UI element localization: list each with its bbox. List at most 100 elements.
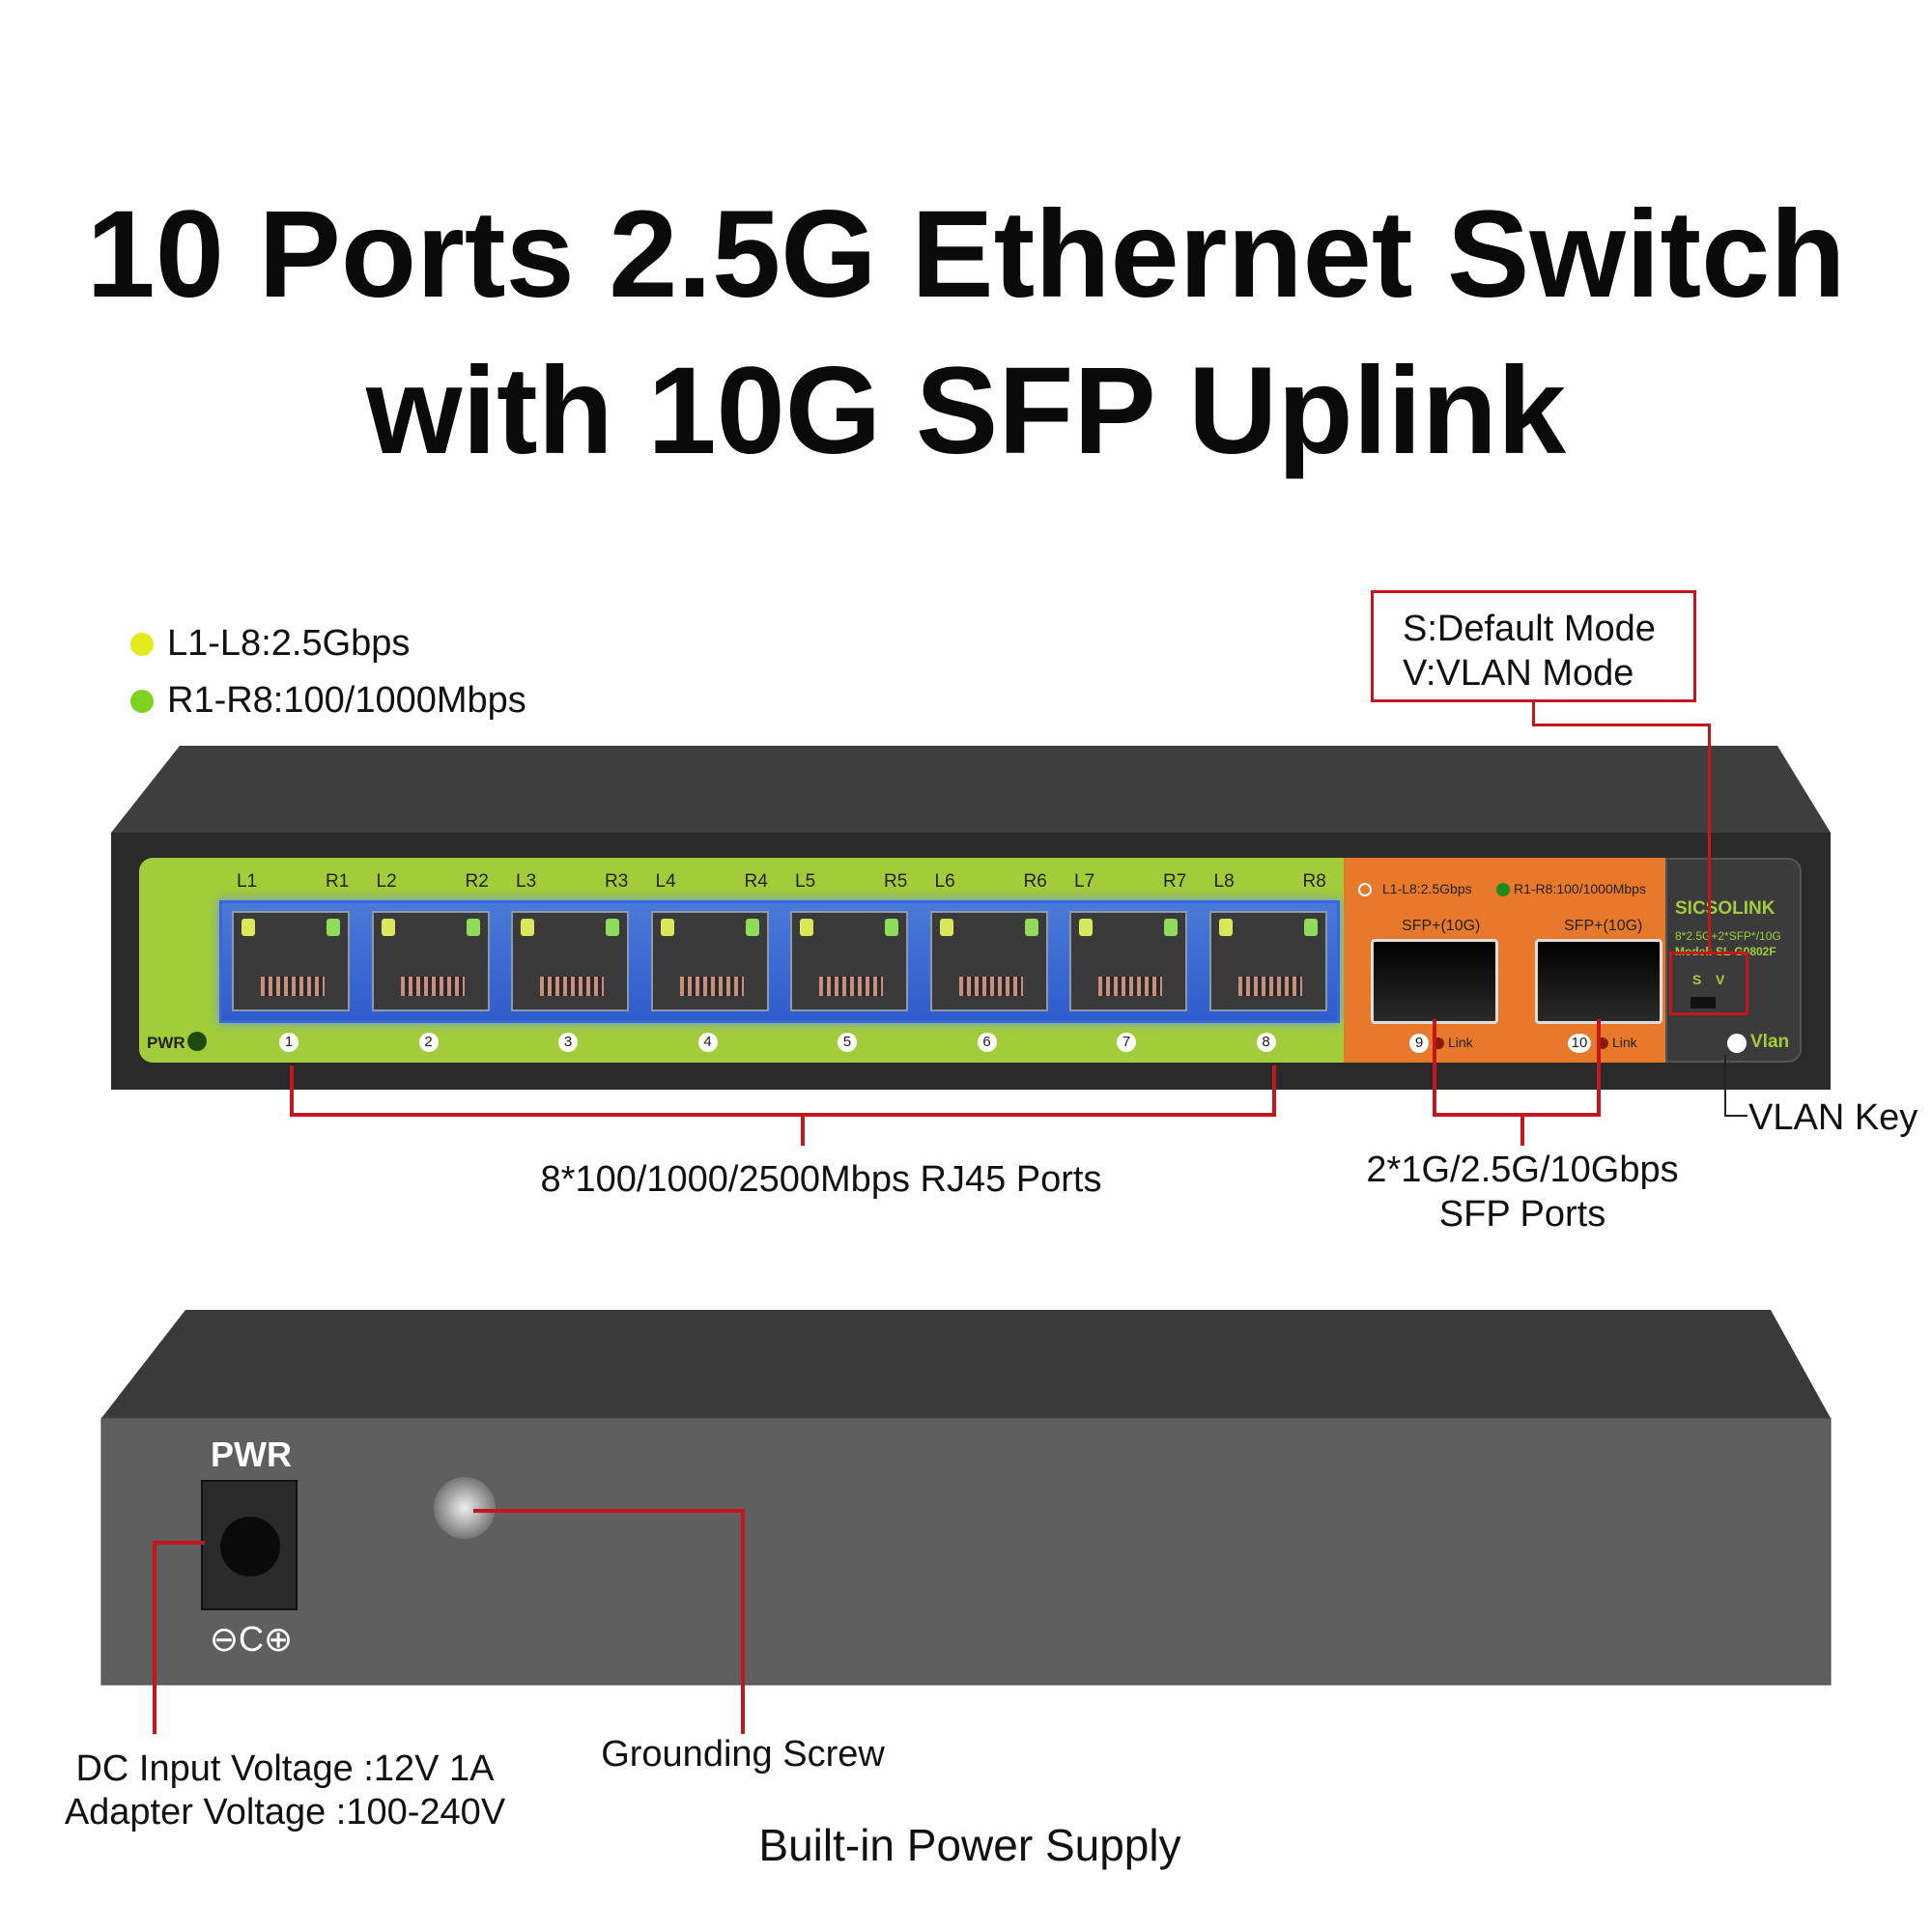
port-label-r: R1 — [326, 871, 350, 892]
sfp-bracket — [1433, 1019, 1436, 1116]
port-label-r: R5 — [884, 871, 908, 892]
rj45-port-3[interactable] — [511, 911, 629, 1011]
pwr-led-icon — [187, 1032, 207, 1051]
l-led-icon — [1079, 919, 1093, 936]
r-led-icon — [606, 919, 619, 936]
legend-text: L1-L8:2.5Gbps — [167, 623, 411, 664]
sfp-port-10[interactable] — [1535, 939, 1662, 1024]
callout-line — [1708, 724, 1711, 953]
brand-logo: SICSOLINK — [1675, 898, 1776, 919]
port-number: 8 — [1256, 1033, 1276, 1052]
r-led-icon — [885, 919, 898, 936]
spec-text: 8*2.5G+2*SFP*/10G — [1675, 929, 1781, 943]
callout-line-1: S:Default Mode — [1403, 609, 1656, 649]
r-led-icon — [1303, 919, 1318, 936]
vlan-key-button[interactable] — [1727, 1034, 1747, 1053]
r-led-icon — [1164, 919, 1178, 936]
rj45-annotation: 8*100/1000/2500Mbps RJ45 Ports — [540, 1159, 1102, 1200]
l-led-icon — [939, 919, 953, 936]
port-label-l: L8 — [1213, 871, 1235, 892]
sfp-annotation-2: SFP Ports — [1438, 1194, 1606, 1235]
legend-item-l: L1-L8:2.5Gbps — [130, 623, 410, 665]
l-led-icon — [242, 919, 255, 936]
port-label-r: R2 — [465, 871, 489, 892]
mode-highlight-box — [1669, 952, 1748, 1015]
back-face — [100, 1417, 1832, 1686]
port-pins — [819, 977, 883, 996]
l-led-icon — [381, 919, 395, 936]
screw-leader — [741, 1509, 745, 1734]
port-label-l: L4 — [655, 871, 676, 892]
callout-line — [1532, 702, 1535, 725]
port-pins — [261, 977, 325, 996]
sfp-bracket — [1433, 1113, 1601, 1117]
rj45-port-strip — [219, 900, 1340, 1023]
front-top-face — [111, 746, 1831, 833]
sfp-legend-r: R1-R8:100/1000Mbps — [1514, 881, 1646, 896]
grounding-annotation: Grounding Screw — [601, 1734, 885, 1775]
back-pwr-label: PWR — [211, 1435, 292, 1474]
rj45-port-8[interactable] — [1208, 911, 1327, 1011]
port-number-9: 9 — [1409, 1034, 1429, 1053]
title-line-2: with 10G SFP Uplink — [365, 342, 1567, 480]
grounding-screw-icon — [434, 1477, 496, 1539]
port-pins — [1098, 977, 1162, 996]
dc-jack[interactable] — [201, 1480, 298, 1610]
vlan-label: Vlan — [1750, 1032, 1790, 1052]
dc-annotation-1: DC Input Voltage :12V 1A — [75, 1748, 495, 1789]
port-label-l: L5 — [795, 871, 816, 892]
vlan-key-line — [1724, 1115, 1747, 1117]
port-label-l: L7 — [1074, 871, 1095, 892]
port-label-l: L2 — [376, 871, 397, 892]
port-number-10: 10 — [1568, 1034, 1591, 1053]
rj45-port-4[interactable] — [650, 911, 769, 1011]
port-number: 5 — [838, 1033, 857, 1052]
pwr-label: PWR — [147, 1034, 185, 1052]
port-label-r: R4 — [744, 871, 768, 892]
port-number: 3 — [558, 1033, 578, 1052]
vlan-key-line — [1724, 1055, 1726, 1117]
port-label-l: L6 — [934, 871, 955, 892]
sfp-annotation-1: 2*1G/2.5G/10Gbps — [1366, 1150, 1679, 1190]
sfp-bracket — [1520, 1113, 1524, 1146]
dc-annotation-2: Adapter Voltage :100-240V — [64, 1792, 506, 1833]
switch-s-label: S — [1692, 972, 1702, 987]
port-label-r: R3 — [605, 871, 629, 892]
port-label-l: L1 — [237, 871, 258, 892]
sfp-label-9: SFP+(10G) — [1402, 918, 1481, 934]
mode-switch[interactable] — [1690, 997, 1716, 1009]
l-led-icon — [1218, 919, 1233, 936]
sfp-legend-l: L1-L8:2.5Gbps — [1382, 881, 1472, 896]
port-number: 7 — [1117, 1033, 1136, 1052]
r-led-icon — [745, 919, 759, 936]
back-top-face — [101, 1310, 1831, 1418]
title-line-1: 10 Ports 2.5G Ethernet Switch — [86, 185, 1846, 324]
orange-led-icon — [1358, 883, 1372, 896]
port-label-r: R8 — [1302, 871, 1326, 892]
dc-leader — [155, 1541, 205, 1545]
legend-item-r: R1-R8:100/1000Mbps — [130, 680, 526, 722]
port-pins — [1237, 977, 1302, 996]
legend-text: R1-R8:100/1000Mbps — [167, 680, 526, 721]
r-led-icon — [1024, 919, 1038, 936]
rj45-bracket — [290, 1113, 1276, 1117]
port-number: 2 — [418, 1033, 439, 1052]
rj45-port-2[interactable] — [371, 911, 490, 1011]
port-pins — [540, 977, 604, 996]
callout-line — [1532, 724, 1711, 726]
rj45-port-6[interactable] — [929, 911, 1048, 1011]
switch-v-label: V — [1716, 972, 1725, 987]
sfp-label-10: SFP+(10G) — [1564, 918, 1643, 934]
l-led-icon — [660, 919, 674, 936]
rj45-port-5[interactable] — [790, 911, 908, 1011]
port-pins — [958, 977, 1023, 996]
sfp-port-9[interactable] — [1371, 939, 1498, 1024]
screw-leader — [473, 1509, 745, 1513]
polarity-symbol: ⊖C⊕ — [209, 1619, 294, 1659]
rj45-port-7[interactable] — [1069, 911, 1187, 1011]
builtin-power-annotation: Built-in Power Supply — [758, 1820, 1181, 1870]
sfp-orange-panel: L1-L8:2.5Gbps R1-R8:100/1000Mbps SFP+(10… — [1344, 858, 1665, 1063]
sfp-bracket — [1597, 1019, 1601, 1116]
rj45-port-1[interactable] — [232, 911, 350, 1011]
